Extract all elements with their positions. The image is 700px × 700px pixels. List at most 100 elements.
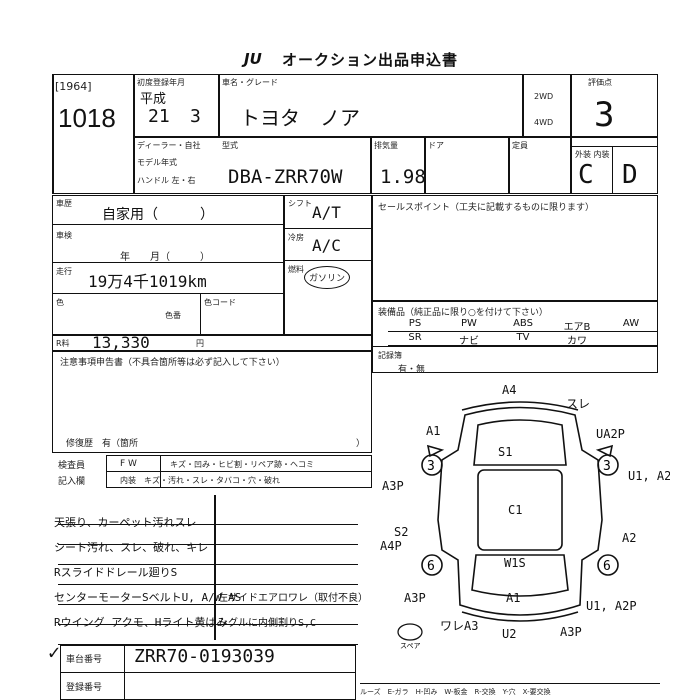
recycle-row xyxy=(52,335,372,351)
mark-a1-top: A1 xyxy=(426,424,440,438)
label-handle: ハンドル 左・右 xyxy=(137,176,196,185)
recycle-value: 13,330 xyxy=(92,333,150,352)
equipment-item: TV xyxy=(496,332,550,346)
label-color-code: 色コード xyxy=(204,298,236,307)
note-left: シート汚れ、スレ、破れ、キレ xyxy=(54,541,209,554)
label-inspection: 車検 xyxy=(56,231,72,240)
label-equipment: 装備品（純正品に限り○を付けて下さい） xyxy=(378,308,548,318)
label-recycle-unit: 円 xyxy=(196,339,204,348)
tire-front-left: 3 xyxy=(427,459,435,474)
overall-grade: 3 xyxy=(594,95,615,135)
inspector-fw: F W xyxy=(120,459,137,469)
note-left: センターモーターSベルトU, A/W AS xyxy=(54,591,242,604)
label-entry: 記入欄 xyxy=(58,477,86,487)
mark-c1: C1 xyxy=(508,503,522,517)
equipment-item: AW xyxy=(604,318,658,332)
equipment-item: PS xyxy=(388,318,442,332)
sales-point-frame xyxy=(372,195,658,301)
exterior-grade: C xyxy=(578,160,594,190)
chassis-value: ZRR70-0193039 xyxy=(134,646,275,667)
label-grade-eval: 評価点 xyxy=(588,78,612,87)
model-type-value: DBA-ZRR70W xyxy=(228,166,343,188)
label-inspector: 検査員 xyxy=(58,461,86,471)
label-record-book: 記録簿 xyxy=(378,351,402,360)
note-line xyxy=(58,544,358,545)
label-fuel: 燃料 xyxy=(288,265,304,274)
mark-ware-a3: ワレA3 xyxy=(440,619,478,633)
tire-front-right: 3 xyxy=(603,459,611,474)
equipment-item: SR xyxy=(388,332,442,346)
entry-marks: 内装 キズ・汚れ・スレ・タバコ・穴・破れ xyxy=(120,476,280,485)
note-right: シグルに内側割りS,C xyxy=(218,618,317,629)
note-left: Rスライドドレール廻りS xyxy=(54,566,178,579)
mark-a4: A4 xyxy=(502,383,516,397)
note-left: 天張り、カーペット汚れスレ xyxy=(54,516,197,529)
notes-frame xyxy=(52,351,372,453)
mark-ua2p: UA2P xyxy=(596,427,625,441)
tire-rear-right: 6 xyxy=(603,559,611,574)
label-first-reg: 初度登録年月 xyxy=(137,78,185,87)
auction-code: [1964] xyxy=(55,80,92,93)
mark-a1-bottom: A1 xyxy=(506,591,520,605)
label-4wd: 4WD xyxy=(534,118,554,127)
label-chassis: 車台番号 xyxy=(66,655,103,665)
equipment-item: エアB xyxy=(550,318,604,333)
note-line xyxy=(58,604,358,605)
mark-sure: スレ xyxy=(566,397,590,411)
label-repair-history: 修復歴 有（箇所 xyxy=(66,439,139,449)
fuel-circle: ガソリン xyxy=(304,266,351,289)
label-seats: 定員 xyxy=(512,141,528,150)
repair-close: ） xyxy=(356,439,366,449)
mark-a2: A2 xyxy=(622,531,636,545)
label-color: 色 xyxy=(56,298,64,307)
label-model-year: モデル年式 xyxy=(137,158,177,167)
label-recycle: R料 xyxy=(56,339,70,348)
middle-center-frame xyxy=(284,195,372,335)
mark-u1a2p: U1, A2P xyxy=(586,599,637,613)
era-value: 平成 xyxy=(140,92,167,107)
label-maker-grade: 車名・グレード xyxy=(222,78,278,87)
mark-u1a2: U1, A2 xyxy=(628,469,670,483)
equipment-item: ABS xyxy=(496,318,550,332)
label-dealer: ディーラー・自社 xyxy=(137,141,201,150)
mark-a3p-left: A3P xyxy=(404,591,426,605)
mark-a3p-bottom: A3P xyxy=(560,625,582,639)
tire-rear-left: 6 xyxy=(427,559,435,574)
note-line xyxy=(58,584,358,585)
label-use: 車歴 xyxy=(56,199,72,208)
mark-a3p: A3P xyxy=(382,479,404,493)
month-value: 3 xyxy=(190,106,201,127)
logo: JU xyxy=(244,50,262,68)
record-yes-no: 有・無 xyxy=(398,365,426,375)
car-diagram: 3 3 6 6 スペア A4 スレ A1 UA2P S1 U1, A2 A3P … xyxy=(380,383,670,650)
mark-s1: S1 xyxy=(498,445,512,459)
year-value: 21 xyxy=(148,106,170,127)
note-left: Rウイング アクモ、Hライト黄ばみ xyxy=(54,616,228,629)
note-right: 左サイドエアロワレ（取付不良） xyxy=(218,593,368,604)
form-title: オークション出品申込書 xyxy=(282,51,459,69)
inspection-detail: 年 月（ ） xyxy=(120,252,210,263)
check-mark: ✓ xyxy=(48,640,61,664)
note-line xyxy=(58,624,358,625)
label-displacement: 排気量 xyxy=(374,141,398,150)
equipment-item xyxy=(604,332,658,346)
label-mileage: 走行 xyxy=(56,267,72,276)
interior-grade: D xyxy=(622,160,638,190)
lot-number: 1018 xyxy=(58,103,116,133)
label-color-no: 色番 xyxy=(165,311,181,320)
mark-w1s: W1S xyxy=(504,556,526,570)
note-line xyxy=(58,564,358,565)
middle-left-frame xyxy=(52,195,284,335)
label-exterior-interior: 外装 内装 xyxy=(575,150,610,159)
equipment-item: PW xyxy=(442,318,496,332)
label-model-type: 型式 xyxy=(222,141,238,150)
label-reg-no: 登録番号 xyxy=(66,683,103,693)
use-value: 自家用（ ） xyxy=(102,207,214,223)
mark-a4p: A4P xyxy=(380,539,402,553)
label-notes-header: 注意事項申告書（不具合箇所等は必ず記入して下さい） xyxy=(60,358,285,368)
mark-s2: S2 xyxy=(394,525,408,539)
bottom-legend: ルーズ E-ガラ H-凹み W-板金 R-交換 Y-穴 X-要交換 xyxy=(360,683,660,697)
note-line xyxy=(58,644,358,645)
cooler-value: A/C xyxy=(312,236,341,255)
label-spare: スペア xyxy=(400,642,421,650)
